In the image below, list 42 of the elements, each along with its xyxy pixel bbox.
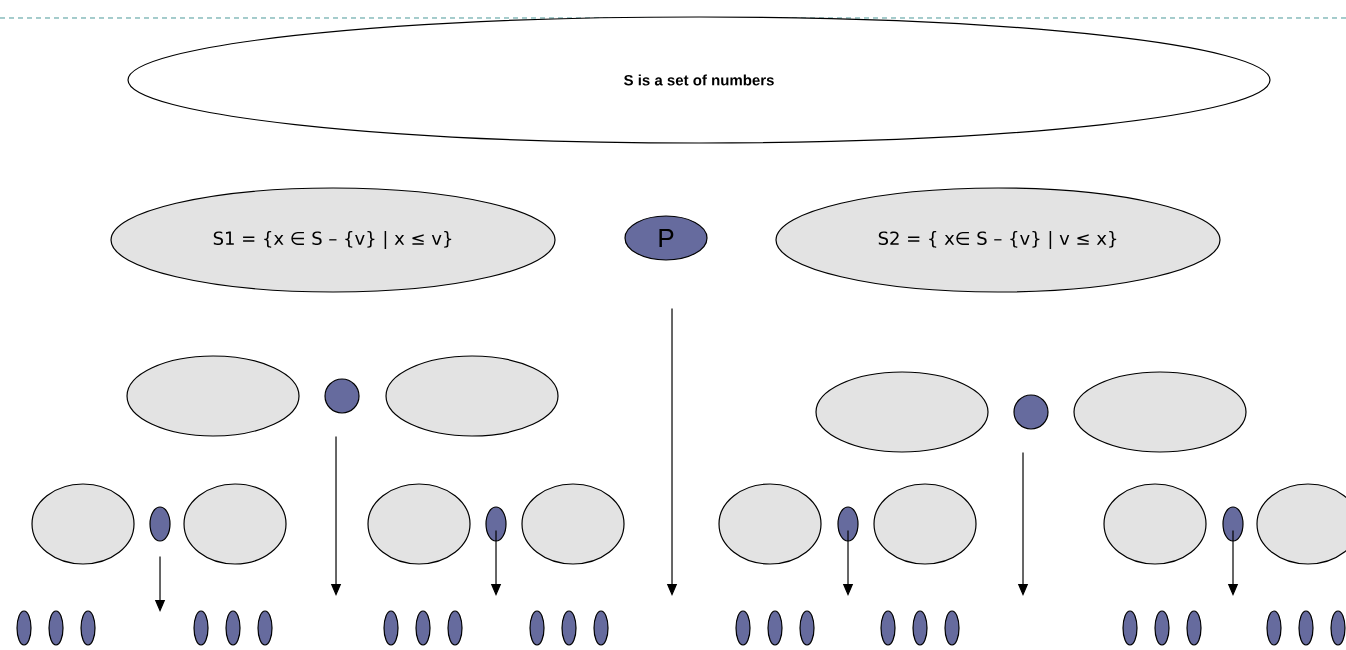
pivot-dot bbox=[415, 610, 431, 646]
pivot-dot bbox=[1266, 610, 1282, 646]
pivot-dot bbox=[1330, 610, 1346, 646]
set-ellipse bbox=[1073, 371, 1247, 453]
pivot-dot bbox=[48, 610, 64, 646]
pivot-dot bbox=[149, 506, 171, 542]
pivot-dot bbox=[561, 610, 577, 646]
set-ellipse bbox=[815, 371, 989, 453]
pivot-dot bbox=[383, 610, 399, 646]
pivot-dot bbox=[593, 610, 609, 646]
pivot-dot bbox=[529, 610, 545, 646]
pivot-dot bbox=[324, 378, 360, 414]
pivot-dot bbox=[193, 610, 209, 646]
pivot-dot bbox=[767, 610, 783, 646]
set-ellipse bbox=[873, 483, 977, 565]
pivot-dot bbox=[1154, 610, 1170, 646]
set-ellipse bbox=[367, 483, 471, 565]
pivot-dot bbox=[16, 610, 32, 646]
set-ellipse bbox=[126, 355, 300, 437]
pivot-dot bbox=[880, 610, 896, 646]
pivot-dot bbox=[735, 610, 751, 646]
set-ellipse bbox=[1103, 483, 1207, 565]
set-ellipse bbox=[1256, 483, 1346, 565]
pivot-dot bbox=[1222, 506, 1244, 542]
pivot-dot bbox=[257, 610, 273, 646]
pivot-dot bbox=[447, 610, 463, 646]
set-ellipse bbox=[385, 355, 559, 437]
pivot-dot bbox=[912, 610, 928, 646]
set-ellipse bbox=[718, 483, 822, 565]
pivot-dot bbox=[1122, 610, 1138, 646]
pivot-dot bbox=[837, 506, 859, 542]
set-ellipse bbox=[183, 483, 287, 565]
set-ellipse bbox=[31, 483, 135, 565]
pivot-dot bbox=[1186, 610, 1202, 646]
set-ellipse bbox=[521, 483, 625, 565]
pivot-dot bbox=[225, 610, 241, 646]
pivot-dot bbox=[1013, 394, 1049, 430]
pivot-dot bbox=[944, 610, 960, 646]
pivot-dot bbox=[1298, 610, 1314, 646]
pivot-dot bbox=[799, 610, 815, 646]
pivot-dot bbox=[485, 506, 507, 542]
pivot-dot bbox=[80, 610, 96, 646]
